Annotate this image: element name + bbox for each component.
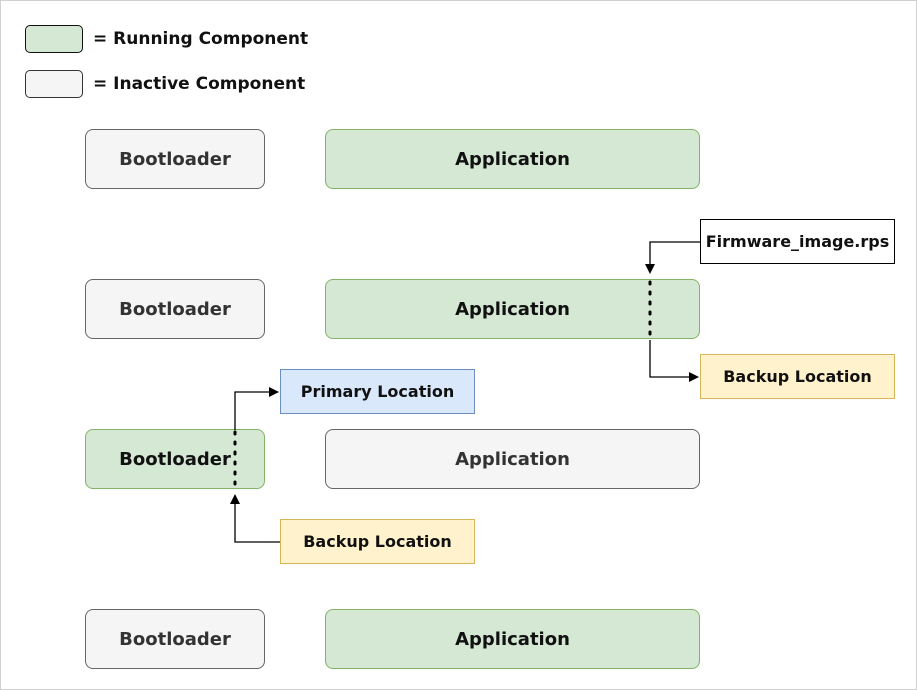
row3-application: Application (325, 429, 700, 489)
row1-bootloader: Bootloader (85, 129, 265, 189)
legend-inactive-swatch (25, 70, 83, 98)
row3-bootloader: Bootloader (85, 429, 265, 489)
row4-application: Application (325, 609, 700, 669)
firmware-image-label: Firmware_image.rps (700, 219, 895, 264)
legend-running-label: = Running Component (93, 29, 309, 49)
row4-bootloader: Bootloader (85, 609, 265, 669)
app-backup-location-label: Backup Location (700, 354, 895, 399)
legend-inactive-label: = Inactive Component (93, 74, 306, 94)
row2-application: Application (325, 279, 700, 339)
boot-backup-location-label: Backup Location (280, 519, 475, 564)
legend-running-swatch (25, 25, 83, 53)
row1-application: Application (325, 129, 700, 189)
primary-location-label: Primary Location (280, 369, 475, 414)
row2-bootloader: Bootloader (85, 279, 265, 339)
